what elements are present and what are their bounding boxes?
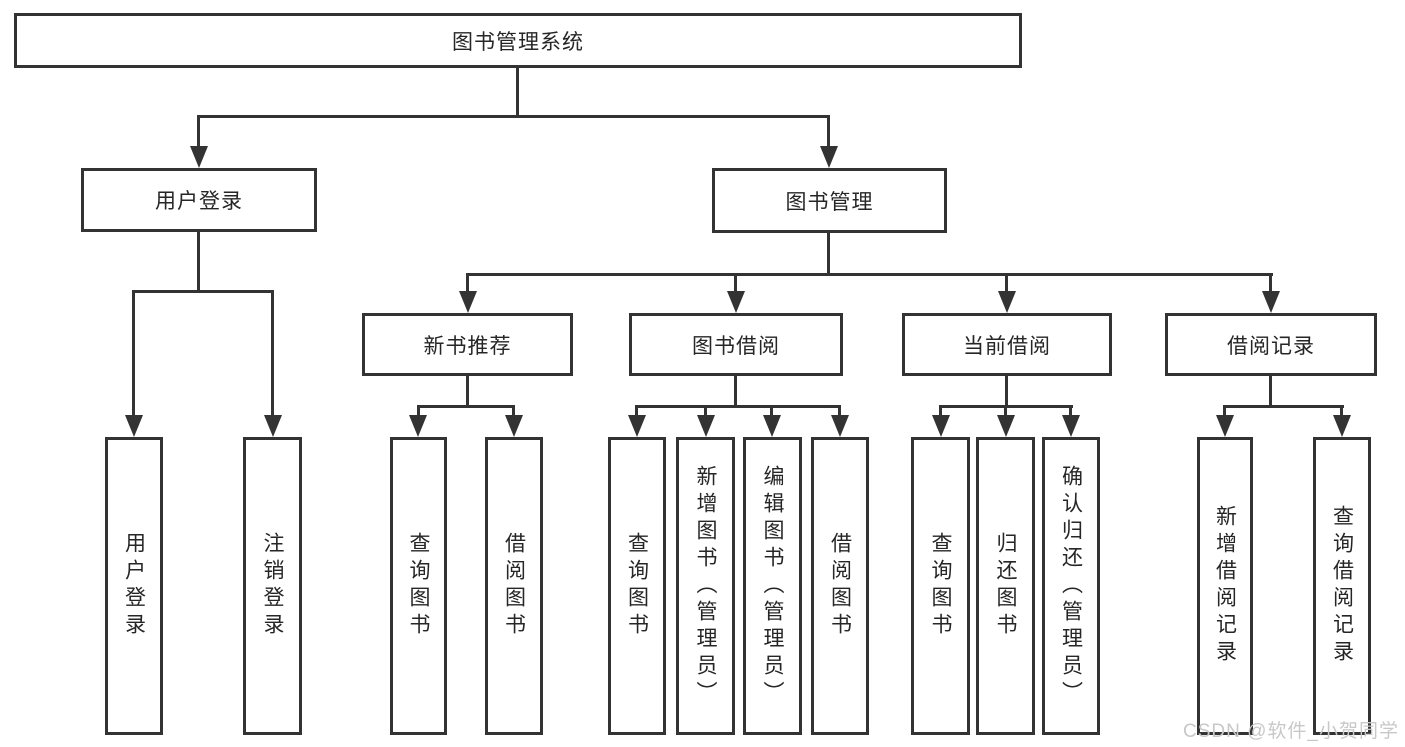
connector-line	[704, 405, 707, 417]
connector-line	[1069, 405, 1072, 417]
connector-line	[466, 376, 469, 405]
connector-line	[827, 115, 830, 148]
arrowhead-down	[727, 291, 745, 313]
arrowhead-down	[459, 291, 477, 313]
leaf-cb-return-books: 归还图书	[976, 437, 1035, 735]
connector-line	[939, 405, 942, 417]
connector-line	[197, 115, 200, 148]
arrowhead-down	[932, 415, 950, 437]
arrowhead-down	[1216, 415, 1234, 437]
leaf-label: 编辑图书（管理员）	[761, 464, 784, 708]
arrowhead-down	[697, 415, 715, 437]
arrowhead-down	[1062, 415, 1080, 437]
arrowhead-down	[264, 415, 282, 437]
node-new-book-recommend: 新书推荐	[362, 313, 573, 376]
connector-line	[827, 233, 830, 273]
connector-line	[838, 405, 841, 417]
leaf-bb-borrow-books: 借阅图书	[811, 437, 869, 735]
arrowhead-down	[409, 415, 427, 437]
leaf-br-add-record: 新增借阅记录	[1197, 437, 1253, 735]
node-user-login: 用户登录	[81, 168, 317, 232]
node-borrow-records: 借阅记录	[1165, 313, 1377, 376]
leaf-label: 新增借阅记录	[1213, 505, 1237, 667]
connector-line	[417, 405, 420, 417]
connector-line	[132, 290, 274, 293]
connector-line	[1005, 376, 1008, 405]
leaf-cb-query-books: 查询图书	[911, 437, 970, 735]
connector-line	[1223, 405, 1226, 417]
leaf-label: 借阅图书	[502, 532, 526, 640]
node-library-system: 图书管理系统	[14, 13, 1022, 68]
watermark: CSDN @软件_小贺同学	[1183, 721, 1399, 742]
arrowhead-down	[763, 415, 781, 437]
arrowhead-down	[998, 291, 1016, 313]
connector-line	[271, 290, 274, 417]
leaf-label: 查询图书	[625, 532, 649, 640]
leaf-label: 查询借阅记录	[1330, 505, 1354, 667]
connector-line	[197, 115, 830, 118]
connector-line	[132, 290, 135, 417]
arrowhead-down	[1333, 415, 1351, 437]
arrowhead-down	[820, 146, 838, 168]
connector-line	[512, 405, 515, 417]
connector-line	[1004, 405, 1007, 417]
arrowhead-down	[628, 415, 646, 437]
leaf-label: 归还图书	[994, 532, 1017, 640]
leaf-label: 借阅图书	[828, 532, 852, 640]
node-book-borrowing: 图书借阅	[629, 313, 843, 376]
arrowhead-down	[125, 415, 143, 437]
connector-line	[1005, 273, 1008, 293]
connector-line	[1269, 376, 1272, 405]
connector-line	[635, 405, 638, 417]
leaf-label: 确认归还（管理员）	[1059, 464, 1083, 708]
node-current-borrowing: 当前借阅	[902, 313, 1112, 376]
connector-line	[516, 68, 519, 115]
connector-line	[466, 273, 1273, 276]
connector-line	[770, 405, 773, 417]
connector-line	[1340, 405, 1343, 417]
arrowhead-down	[505, 415, 523, 437]
arrowhead-down	[831, 415, 849, 437]
arrowhead-down	[190, 146, 208, 168]
leaf-nb-borrow-books: 借阅图书	[485, 437, 543, 735]
leaf-nb-query-books: 查询图书	[390, 437, 447, 735]
leaf-label: 查询图书	[929, 532, 952, 640]
leaf-logout: 注销登录	[243, 437, 302, 735]
connector-line	[466, 273, 469, 293]
leaf-br-query-record: 查询借阅记录	[1313, 437, 1371, 735]
leaf-label: 新增图书（管理员）	[694, 464, 717, 708]
leaf-user-login: 用户登录	[105, 437, 163, 735]
connector-line	[734, 376, 737, 405]
connector-line	[1269, 273, 1272, 293]
leaf-bb-add-books-admin: 新增图书（管理员）	[676, 437, 735, 735]
leaf-label: 查询图书	[407, 532, 430, 640]
connector-line	[197, 232, 200, 290]
connector-line	[734, 273, 737, 293]
leaf-bb-edit-books-admin: 编辑图书（管理员）	[743, 437, 802, 735]
connector-line	[1223, 405, 1344, 408]
leaf-label: 用户登录	[122, 532, 146, 640]
leaf-cb-confirm-return-admin: 确认归还（管理员）	[1042, 437, 1100, 735]
connector-line	[635, 405, 841, 408]
connector-line	[417, 405, 515, 408]
node-book-management: 图书管理	[712, 168, 947, 233]
leaf-bb-query-books: 查询图书	[608, 437, 666, 735]
arrowhead-down	[1262, 291, 1280, 313]
arrowhead-down	[997, 415, 1015, 437]
leaf-label: 注销登录	[261, 532, 284, 640]
